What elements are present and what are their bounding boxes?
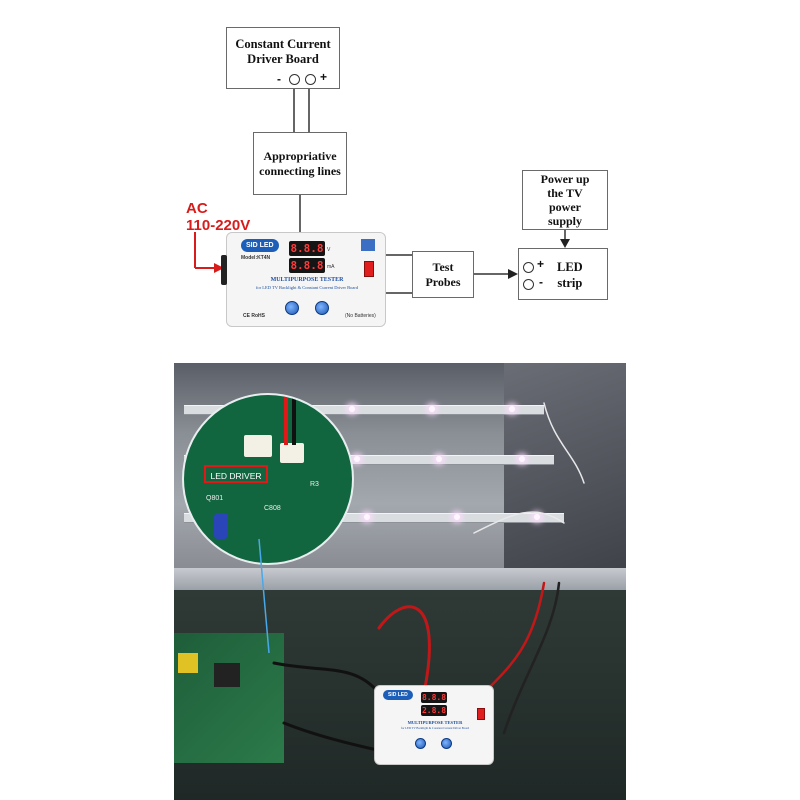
heatsink-icon [214,663,240,687]
arrow-right-icon [508,269,518,279]
led-driver-label: LED DRIVER [204,465,268,483]
strip-minus-label: - [539,275,543,289]
terminal-minus-icon [289,74,300,85]
display-current: 8.8.8 [289,258,325,273]
led-strip-bar [184,405,544,415]
driver-board-box: Constant Current Driver Board - + [226,27,340,89]
led-strip-bar [184,455,554,465]
photo-tester-subtitle: for LED TV Backlight & Constant Current … [400,726,470,730]
arrow-down-icon [560,239,570,248]
connector-icon [280,443,304,463]
led-glow-icon [354,456,360,462]
terminal-minus-label: - [277,72,281,86]
led-glow-icon [509,406,515,412]
tv-rail [174,568,626,590]
tester-marks: CE RoHS [243,313,265,319]
power-supply-label: Power up [540,172,590,186]
test-probes-label: Test [432,260,454,274]
test-probes-box: Test Probes [412,251,474,298]
red-wire [284,395,288,445]
led-glow-icon [454,514,460,520]
led-strip-box: + - LED strip [518,248,608,300]
black-cable [272,661,381,695]
led-strip-label-line: strip [557,276,583,290]
tv-frame [504,363,626,583]
capacitor-icon [214,513,228,539]
tester-subtitle: for LED TV Backlight & Constant Current … [255,285,359,290]
photo-tester-device: SID LED 8.8.8 2.8.8 MULTIPURPOSE TESTER … [374,685,494,765]
connecting-lines-label: Appropriative [263,149,337,163]
terminal-plus-label: + [320,70,328,84]
led-strip-label: LED strip [557,259,583,291]
led-strip-label-line: LED [557,260,583,274]
callout-pointer [258,538,270,654]
terminal-plus-icon [305,74,316,85]
tester-model: Model:KT4N [241,255,271,261]
knob-left-icon[interactable] [285,301,299,315]
photo-display-bottom: 2.8.8 [421,705,447,716]
pcb-label: R3 [310,481,319,488]
transformer-icon [178,653,198,673]
display-voltage: 8.8.8 [289,241,325,256]
probe-red-cable [482,581,546,695]
connecting-lines-box: Appropriative connecting lines [253,132,347,195]
ac-arrow-icon [214,263,224,273]
led-glow-icon [436,456,442,462]
photo-tester-logo: SID LED [383,690,413,700]
power-supply-box: Power up the TV power supply [522,170,608,230]
power-supply-label: the TV [547,186,583,200]
setup-photo: LED DRIVER Q801 C808 R3 SID LED 8.8.8 2.… [174,363,626,800]
red-cable [377,605,431,695]
photo-power-switch [477,708,485,720]
test-probes-label: Probes [425,275,461,289]
pcb-label: Q801 [206,495,224,502]
ac-port [221,255,227,285]
connecting-lines-label: connecting lines [259,164,341,178]
photo-tester-title: MULTIPURPOSE TESTER [407,720,463,725]
led-glow-icon [349,406,355,412]
ac-voltage-label: 110-220V [186,217,251,234]
tester-logo: SID LED [241,239,279,252]
driver-board-label: Driver Board [247,52,319,66]
led-strip-bar [184,513,564,523]
tester-device: SID LED Model:KT4N 8.8.8 V 8.8.8 mA MULT… [221,232,386,327]
strip-plus-label: + [537,257,545,271]
led-glow-icon [364,514,370,520]
strip-wire [473,511,565,534]
strip-wire [543,402,585,484]
unit-current: mA [327,264,335,270]
zoom-callout: LED DRIVER Q801 C808 R3 [182,393,354,565]
photo-knob-icon [415,738,426,749]
signal-icon [361,239,375,251]
connector-icon [244,435,272,457]
unit-voltage: V [327,247,331,253]
ac-input-label: AC 110-220V [186,200,250,234]
tester-title: MULTIPURPOSE TESTER [270,277,344,283]
led-glow-icon [534,514,540,520]
power-supply-label: power [549,200,581,214]
knob-right-icon[interactable] [315,301,329,315]
strip-plus-icon [523,262,534,273]
power-switch[interactable] [364,261,374,277]
diagram-connectors [194,88,570,294]
pcb-label: C808 [264,505,281,512]
led-glow-icon [429,406,435,412]
photo-knob-icon [441,738,452,749]
power-supply-label: supply [547,214,583,228]
ac-label-line: AC [186,200,208,217]
tester-note: (No Batteries) [345,313,376,319]
black-wire [292,395,296,445]
led-glow-icon [519,456,525,462]
strip-minus-icon [523,279,534,290]
driver-pcb [174,633,284,763]
probe-black-cable [502,581,561,735]
photo-display-top: 8.8.8 [421,692,447,703]
driver-board-label: Constant Current [235,37,331,51]
